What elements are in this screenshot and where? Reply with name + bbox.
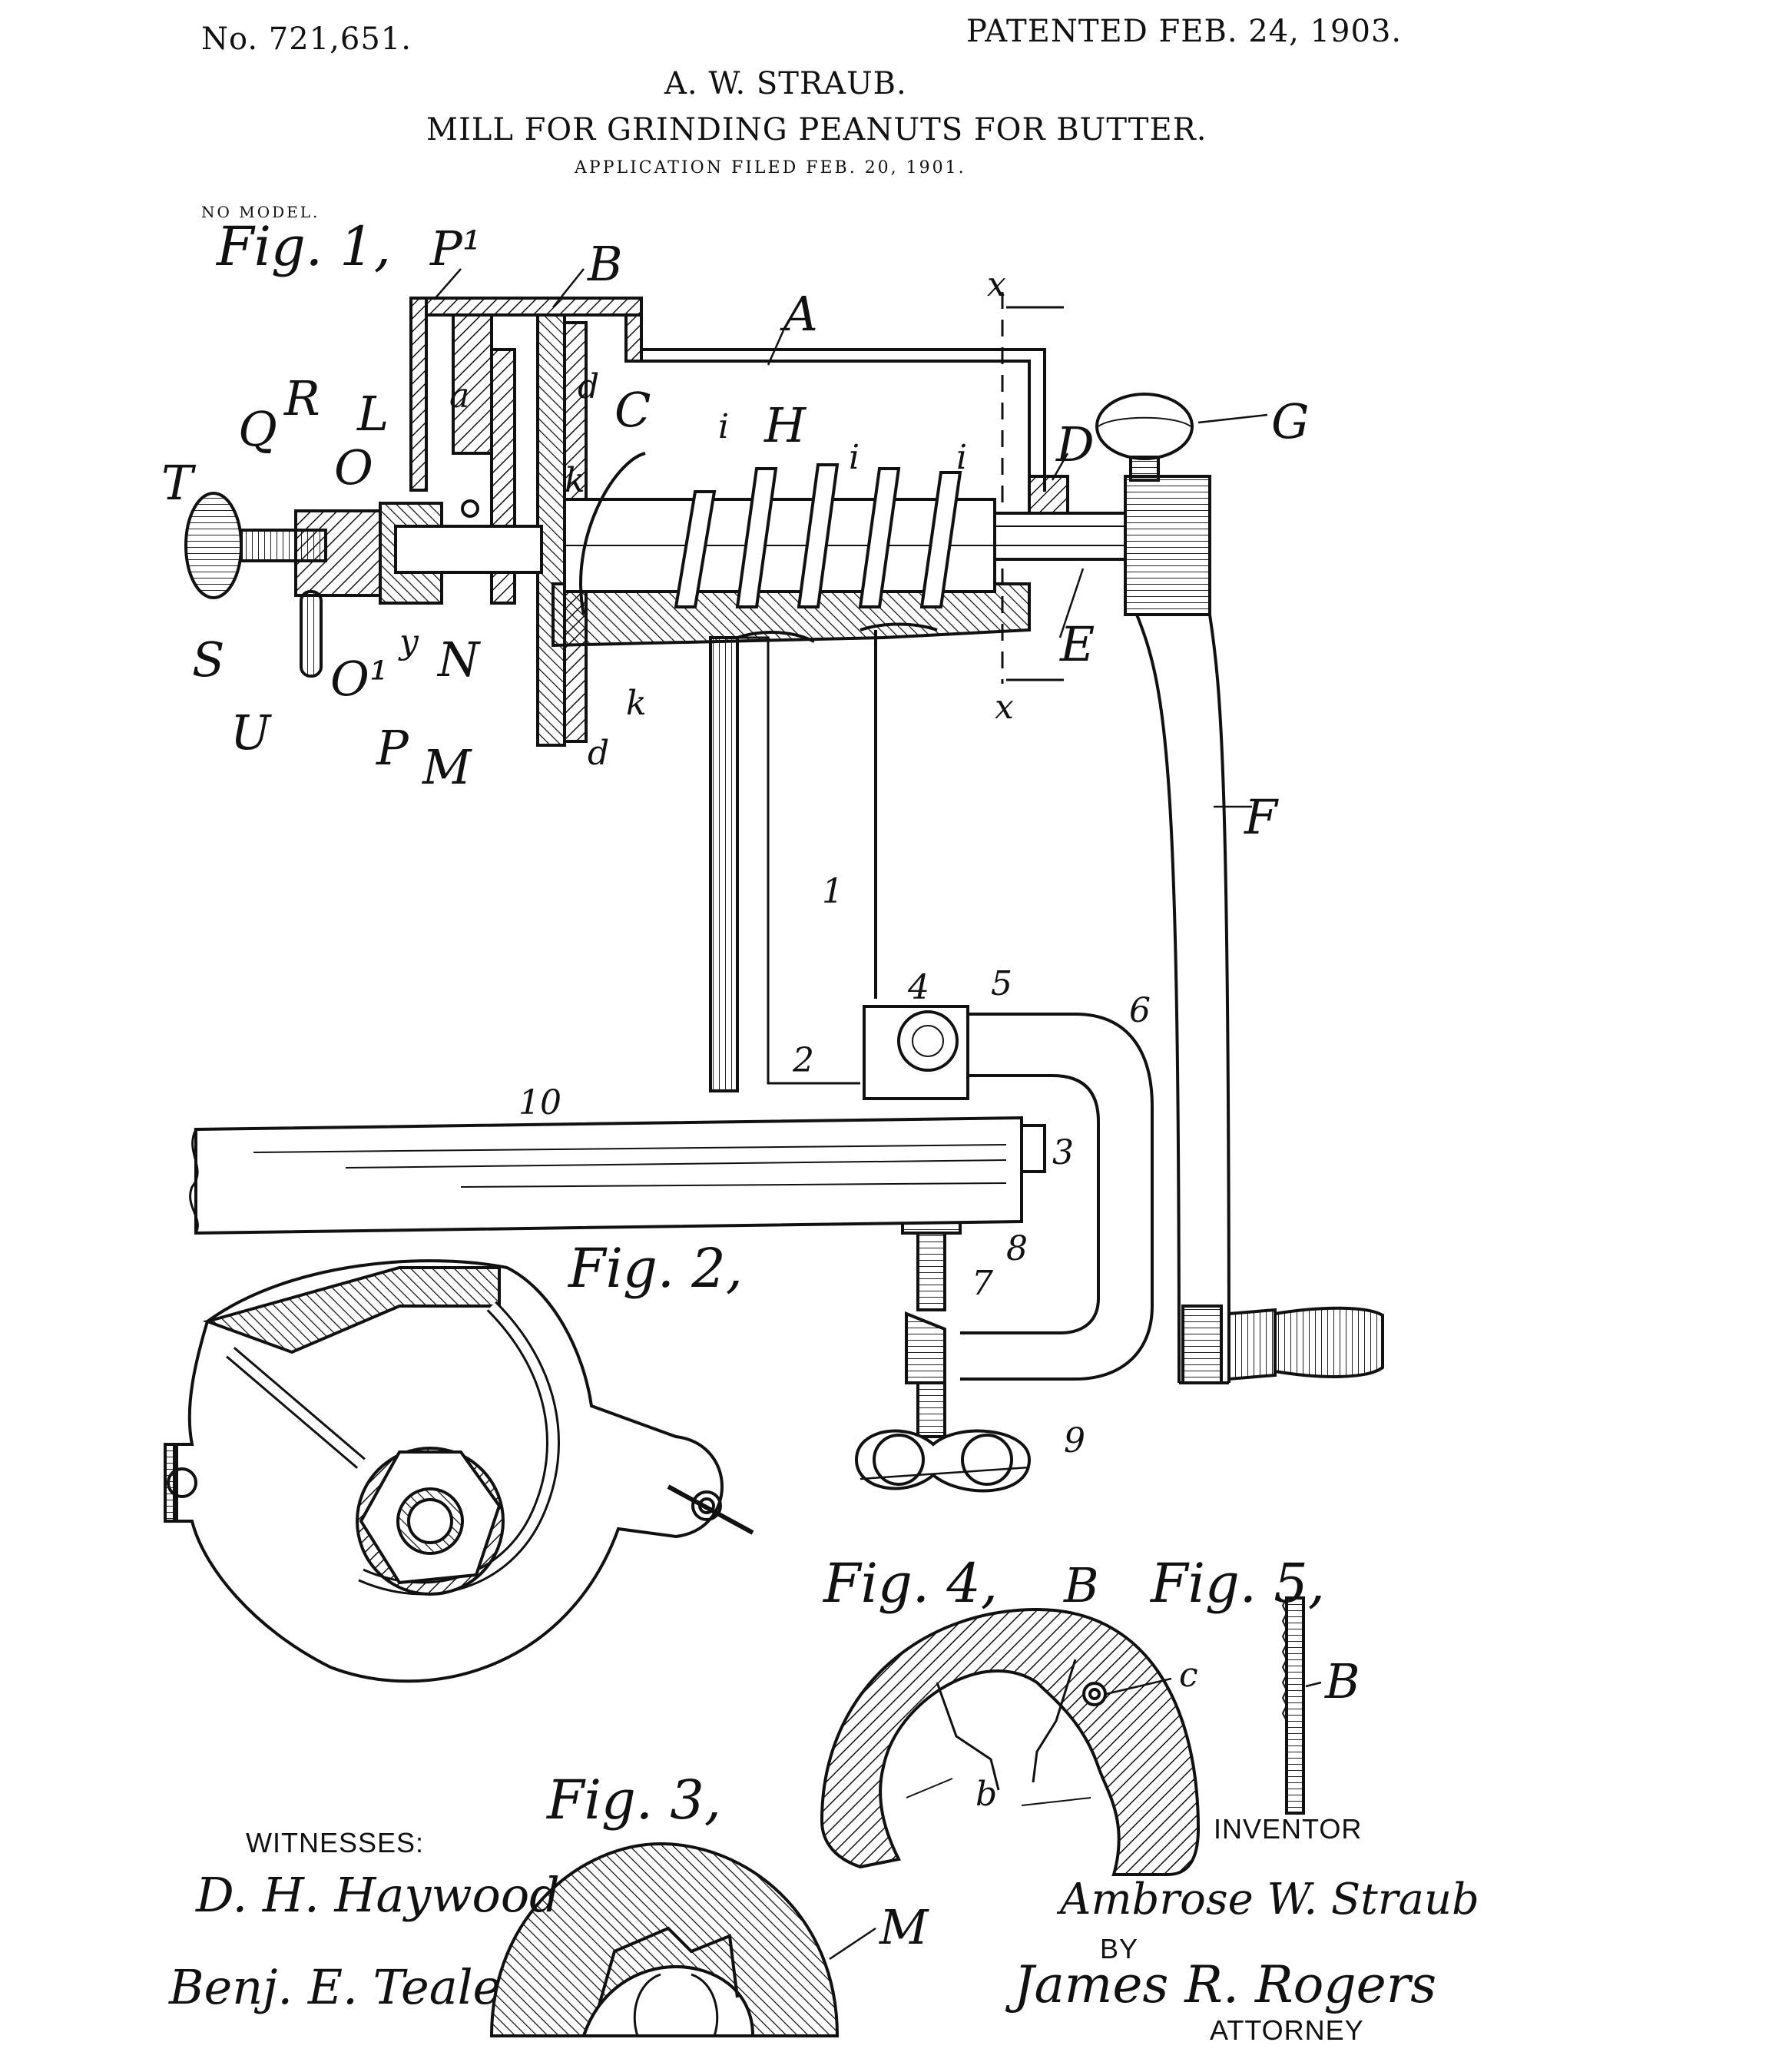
label-7: 7 — [972, 1264, 993, 1303]
label-5: 5 — [991, 964, 1012, 1003]
label-P1: P¹ — [429, 220, 482, 277]
label-k-bottom: k — [626, 684, 647, 723]
label-Q: Q — [238, 401, 277, 457]
attorney-label: ATTORNEY — [1210, 2014, 1364, 2046]
fig1-caption: Fig. 1, — [217, 215, 392, 278]
witness-signature-1: D. H. Haywood — [196, 1867, 560, 1923]
label-2: 2 — [792, 1041, 814, 1080]
label-9: 9 — [1064, 1421, 1085, 1460]
label-i-3: i — [956, 438, 967, 477]
fig1-adjuster — [184, 492, 543, 678]
fig1-screw-conveyor — [563, 452, 1127, 615]
label-8: 8 — [1006, 1229, 1028, 1268]
patent-title: MILL FOR GRINDING PEANUTS FOR BUTTER. — [426, 112, 1207, 148]
label-fig4-b: b — [975, 1775, 997, 1814]
label-G: G — [1271, 393, 1310, 449]
label-3: 3 — [1052, 1133, 1074, 1172]
fig3-caption: Fig. 3, — [547, 1769, 722, 1832]
witnesses-label: WITNESSES: — [246, 1827, 425, 1858]
label-fig4-B: B — [1063, 1557, 1099, 1613]
label-10: 10 — [518, 1083, 561, 1122]
label-a: a — [449, 376, 469, 416]
label-T: T — [161, 455, 197, 511]
patent-number: No. 721,651. — [201, 22, 412, 57]
label-fig3-M: M — [879, 1899, 929, 1955]
label-A: A — [780, 286, 818, 342]
fig5-drawing — [1281, 1596, 1305, 1815]
inventor-name: A. W. STRAUB. — [664, 66, 907, 101]
label-O: O — [334, 439, 373, 496]
label-C: C — [614, 382, 651, 438]
label-6: 6 — [1129, 991, 1151, 1030]
label-D: D — [1055, 416, 1095, 472]
patent-date: PATENTED FEB. 24, 1903. — [966, 14, 1403, 49]
label-R: R — [283, 370, 320, 426]
fig3-drawing — [489, 1842, 840, 2037]
label-O1: O¹ — [330, 651, 389, 707]
label-i-2: i — [849, 438, 860, 477]
label-H: H — [763, 397, 807, 453]
label-F: F — [1244, 789, 1279, 845]
fig1-crank — [1095, 393, 1384, 1384]
fig4-drawing — [820, 1607, 1201, 1876]
label-k-top: k — [565, 461, 585, 500]
label-i-1: i — [718, 407, 729, 446]
label-y: y — [398, 622, 419, 661]
label-d-bottom: d — [588, 734, 609, 773]
label-fig4-c: c — [1179, 1656, 1198, 1695]
fig2-drawing — [164, 1259, 754, 1683]
fig1-labels: P¹ B A x d C a H i i i G D R L Q O k T E… — [161, 220, 1310, 1460]
label-S: S — [192, 632, 224, 688]
label-P: P — [376, 720, 409, 776]
fig1-clamp — [854, 1005, 1154, 1493]
label-M: M — [422, 739, 472, 795]
label-U: U — [230, 704, 272, 761]
inventor-signature: Ambrose W. Straub — [1060, 1875, 1479, 1924]
label-E: E — [1059, 616, 1095, 672]
fig4-caption: Fig. 4, — [823, 1552, 999, 1615]
witness-signature-2: Benj. E. Teale — [169, 1959, 502, 2015]
label-x-bottom: x — [995, 688, 1014, 727]
fig345-labels: B c b B M — [879, 1557, 1360, 1955]
by-label: BY — [1100, 1933, 1139, 1964]
inventor-label: INVENTOR — [1214, 1813, 1363, 1845]
label-4: 4 — [907, 968, 929, 1007]
label-1: 1 — [822, 872, 843, 911]
model-note: NO MODEL. — [201, 203, 320, 221]
fig1-table — [189, 1116, 1046, 1235]
label-N: N — [436, 632, 482, 688]
label-B: B — [587, 236, 623, 292]
fig2-caption: Fig. 2, — [568, 1237, 744, 1300]
application-filed: APPLICATION FILED FEB. 20, 1901. — [575, 158, 966, 177]
fig1-hopper — [409, 292, 1069, 684]
attorney-signature: James R. Rogers — [1014, 1955, 1437, 2014]
label-L: L — [356, 386, 389, 442]
fig1-frame — [709, 622, 938, 1092]
label-x-top: x — [987, 265, 1006, 304]
label-fig5-B: B — [1324, 1653, 1360, 1709]
label-d-top: d — [578, 367, 599, 406]
label-leader-lines — [433, 268, 1322, 1961]
